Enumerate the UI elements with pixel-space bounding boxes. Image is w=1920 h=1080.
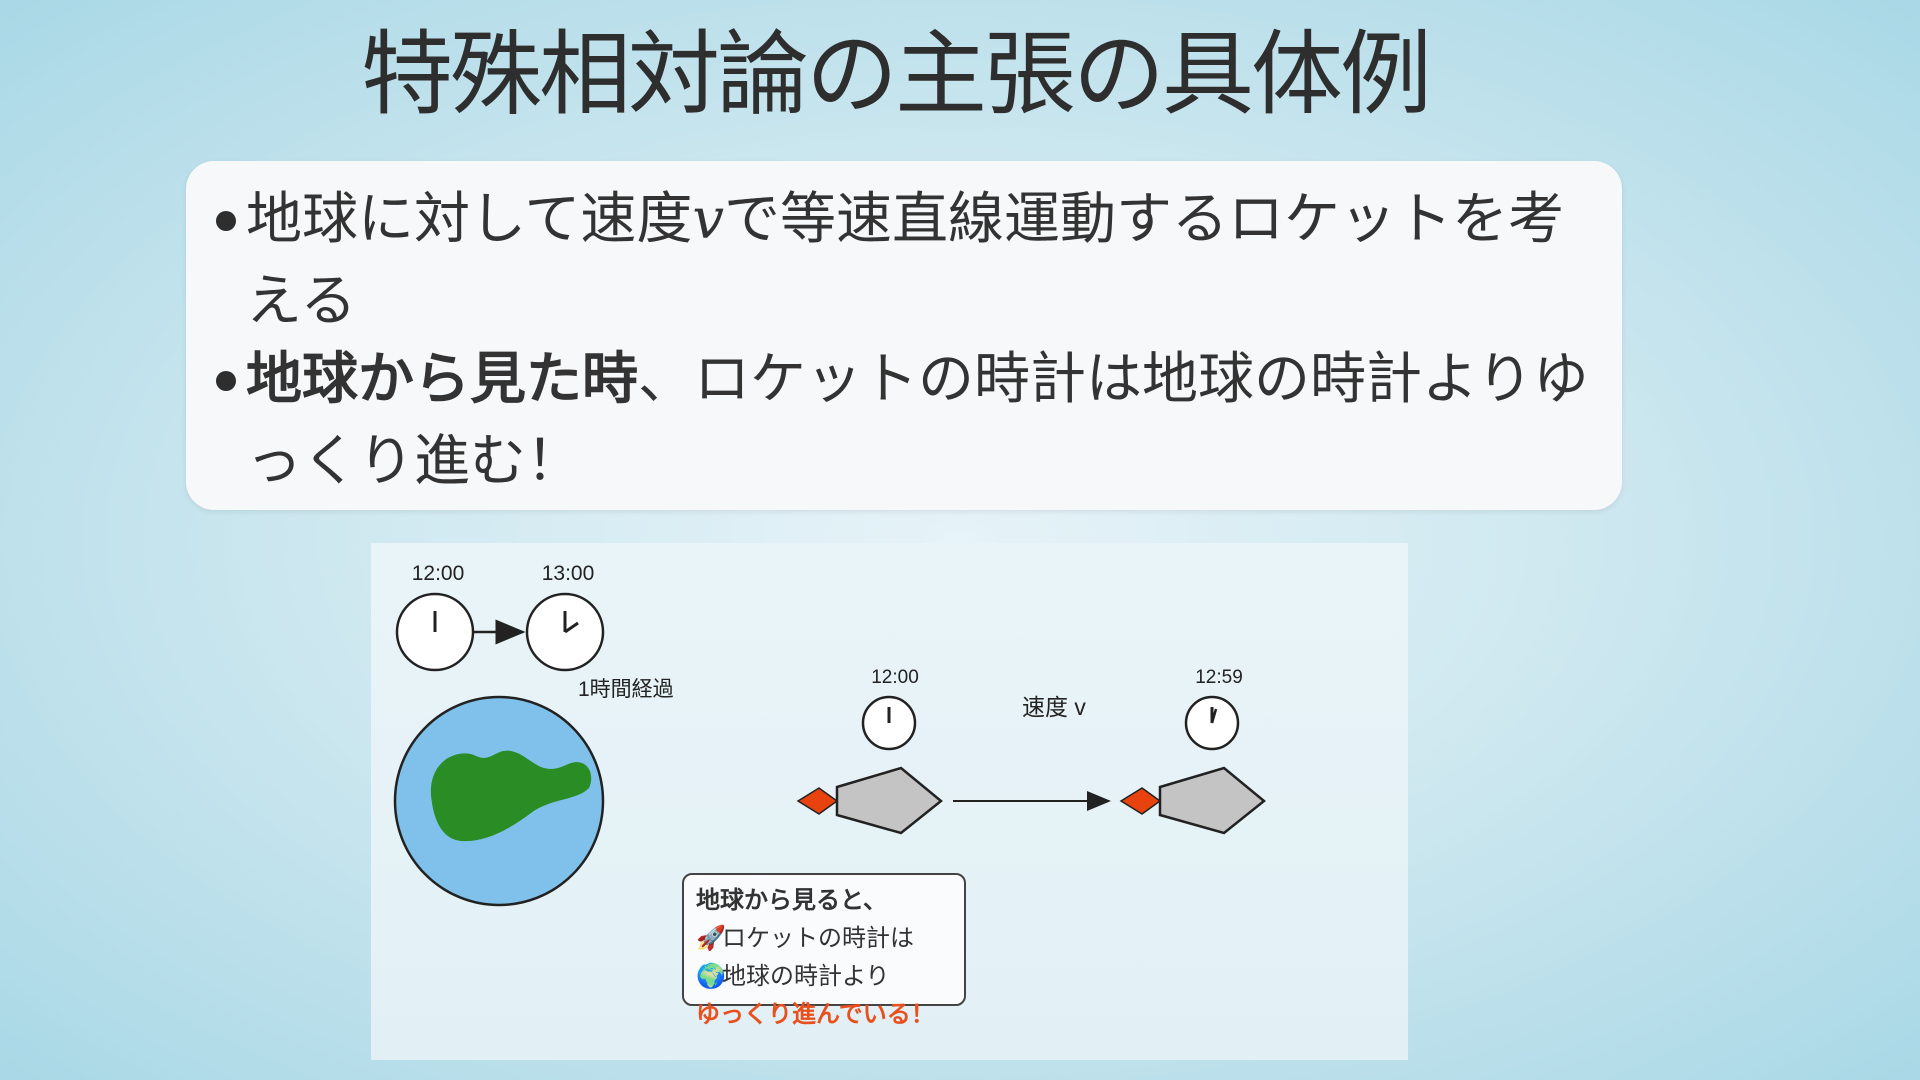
velocity-label: 速度 v	[1022, 694, 1086, 720]
rocket-start-icon	[798, 768, 941, 833]
rocket-clock-start-label: 12:00	[871, 667, 919, 688]
note-line-4: ゆっくり進んでいる！	[696, 995, 952, 1033]
rocket-clock-start-icon	[863, 697, 915, 749]
slide-title: 特殊相対論の主張の具体例	[0, 22, 1790, 128]
note-line-3: 🌍地球の時計より	[696, 957, 952, 995]
earth-icon	[395, 697, 603, 905]
rocket-end-icon	[1121, 768, 1264, 833]
elapsed-label: 1時間経過	[578, 678, 674, 701]
earth-clock-end-icon	[527, 594, 603, 670]
bullet-item-2: 地球から見た時、ロケットの時計は地球の時計よりゆっくり進む！	[246, 339, 1606, 503]
rocket-clock-end-icon	[1186, 697, 1238, 749]
time-dilation-figure: 12:00 13:00 1時間経過 12:00 12:59	[371, 543, 1408, 1060]
earth-clock-start-icon	[397, 594, 473, 670]
note-line-3-text: 地球の時計より	[722, 962, 890, 990]
earth-clock-start-label: 12:00	[412, 562, 465, 585]
rocket-clock-end-label: 12:59	[1195, 667, 1243, 688]
bullet-2-bold: 地球から見た時	[246, 347, 638, 412]
velocity-variable: v	[692, 187, 724, 252]
note-line-2: 🚀ロケットの時計は	[696, 919, 952, 957]
globe-icon: 🌍	[696, 957, 722, 995]
bullet-card: 地球に対して速度vで等速直線運動するロケットを考える 地球から見た時、ロケットの…	[186, 161, 1622, 510]
bullet-list: 地球に対して速度vで等速直線運動するロケットを考える 地球から見た時、ロケットの…	[246, 179, 1606, 503]
note-line-1: 地球から見ると、	[696, 881, 952, 919]
explanation-note: 地球から見ると、 🚀ロケットの時計は 🌍地球の時計より ゆっくり進んでいる！	[682, 873, 966, 1006]
note-line-2-text: ロケットの時計は	[722, 924, 914, 952]
bullet-1-pre: 地球に対して速度	[246, 187, 692, 252]
earth-clock-end-label: 13:00	[542, 562, 595, 585]
rocket-icon: 🚀	[696, 919, 722, 957]
bullet-item-1: 地球に対して速度vで等速直線運動するロケットを考える	[246, 179, 1606, 343]
